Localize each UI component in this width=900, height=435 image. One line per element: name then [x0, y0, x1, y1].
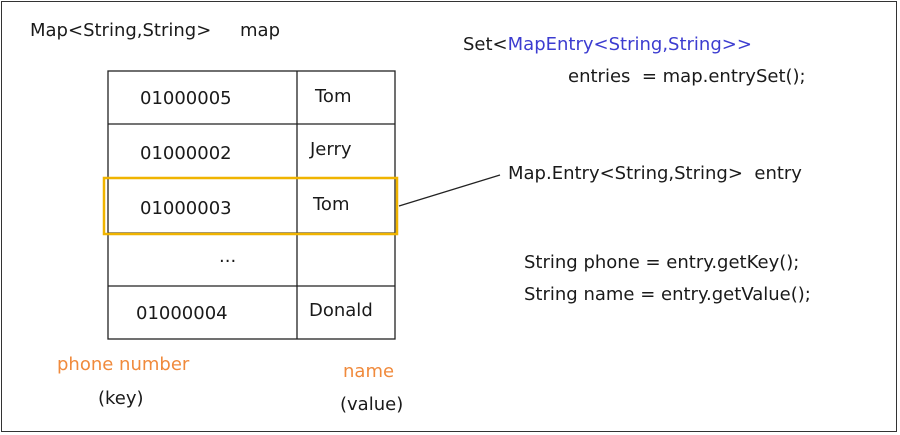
entry-connector-line — [398, 174, 501, 207]
table-row-key: 01000004 — [136, 303, 228, 324]
table-row-value: Tom — [313, 194, 350, 215]
table-row-value: Donald — [309, 300, 373, 321]
value-caption-sub: (value) — [340, 394, 404, 415]
map-type-label: Map<String,String> — [30, 20, 212, 41]
table-row-key: 01000003 — [140, 198, 232, 219]
highlighted-entry-row — [102, 176, 399, 236]
entry-set-assignment: entries = map.entrySet(); — [568, 66, 806, 87]
get-value-code: String name = entry.getValue(); — [524, 284, 811, 305]
get-key-code: String phone = entry.getKey(); — [524, 252, 800, 273]
table-row-value: Tom — [315, 86, 352, 107]
key-caption-sub: (key) — [98, 388, 144, 409]
table-row-key: 01000005 — [140, 88, 232, 109]
entry-declaration: Map.Entry<String,String> entry — [508, 163, 802, 184]
table-row-key: 01000002 — [140, 143, 232, 164]
key-caption: phone number — [57, 354, 190, 375]
map-variable-label: map — [240, 20, 280, 41]
table-row-value: Jerry — [310, 139, 352, 160]
table-row-ellipsis: ... — [219, 246, 237, 267]
value-caption: name — [343, 361, 395, 382]
entry-set-declaration: Set<MapEntry<String,String>> — [463, 34, 752, 55]
